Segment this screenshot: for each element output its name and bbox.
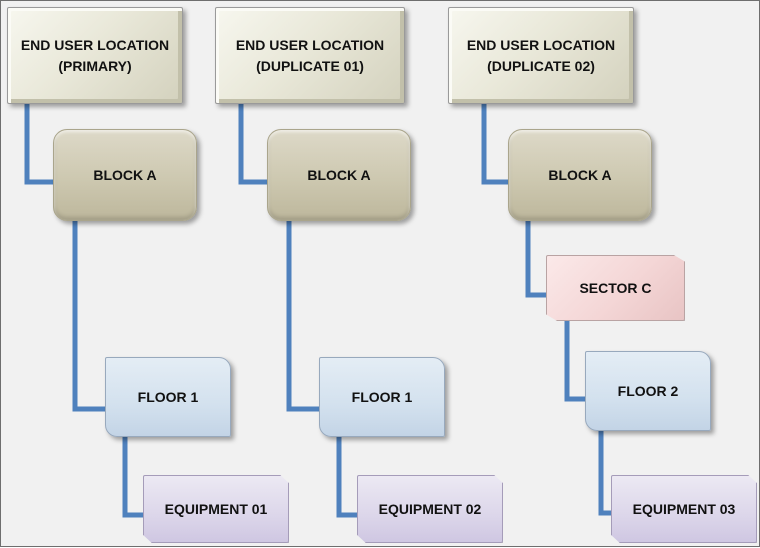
location-duplicate-02-line2: (DUPLICATE 02) bbox=[487, 57, 595, 74]
location-duplicate-01[interactable]: END USER LOCATION (DUPLICATE 01) bbox=[215, 7, 405, 104]
block-a-duplicate-01-label: BLOCK A bbox=[307, 166, 371, 183]
location-duplicate-01-line2: (DUPLICATE 01) bbox=[256, 57, 364, 74]
conn-floor-primary-equip bbox=[122, 437, 143, 518]
conn-block-dup01-floor bbox=[286, 221, 319, 412]
location-primary-line2: (PRIMARY) bbox=[58, 57, 132, 74]
conn-floor-dup01-equip bbox=[336, 437, 357, 518]
block-a-primary[interactable]: BLOCK A bbox=[53, 129, 197, 221]
conn-floor2-equip bbox=[598, 431, 611, 516]
equipment-03-label: EQUIPMENT 03 bbox=[632, 500, 736, 517]
conn-loc-dup01-block bbox=[238, 104, 267, 185]
conn-loc-dup02-block bbox=[481, 104, 508, 185]
floor-1-duplicate-01[interactable]: FLOOR 1 bbox=[319, 357, 445, 437]
equipment-01[interactable]: EQUIPMENT 01 bbox=[143, 475, 289, 543]
floor-1-primary[interactable]: FLOOR 1 bbox=[105, 357, 231, 437]
location-duplicate-02-line1: END USER LOCATION bbox=[466, 36, 616, 53]
floor-1-duplicate-01-label: FLOOR 1 bbox=[351, 388, 413, 405]
floor-2-label: FLOOR 2 bbox=[617, 382, 679, 399]
block-a-duplicate-02-label: BLOCK A bbox=[548, 166, 612, 183]
location-duplicate-01-line1: END USER LOCATION bbox=[235, 36, 385, 53]
equipment-02-label: EQUIPMENT 02 bbox=[378, 500, 482, 517]
conn-sector-floor2 bbox=[564, 321, 585, 402]
location-primary[interactable]: END USER LOCATION (PRIMARY) bbox=[7, 7, 183, 104]
sector-c[interactable]: SECTOR C bbox=[546, 255, 685, 321]
sector-c-label: SECTOR C bbox=[579, 279, 652, 296]
block-a-primary-label: BLOCK A bbox=[93, 166, 157, 183]
equipment-03[interactable]: EQUIPMENT 03 bbox=[611, 475, 757, 543]
floor-1-primary-label: FLOOR 1 bbox=[137, 388, 199, 405]
equipment-01-label: EQUIPMENT 01 bbox=[164, 500, 268, 517]
conn-block-primary-floor bbox=[72, 221, 105, 412]
conn-block-dup02-sector bbox=[525, 221, 546, 298]
block-a-duplicate-01[interactable]: BLOCK A bbox=[267, 129, 411, 221]
location-duplicate-02[interactable]: END USER LOCATION (DUPLICATE 02) bbox=[448, 7, 634, 104]
floor-2[interactable]: FLOOR 2 bbox=[585, 351, 711, 431]
location-primary-line1: END USER LOCATION bbox=[20, 36, 170, 53]
block-a-duplicate-02[interactable]: BLOCK A bbox=[508, 129, 652, 221]
conn-loc-primary-block bbox=[24, 104, 53, 185]
equipment-02[interactable]: EQUIPMENT 02 bbox=[357, 475, 503, 543]
